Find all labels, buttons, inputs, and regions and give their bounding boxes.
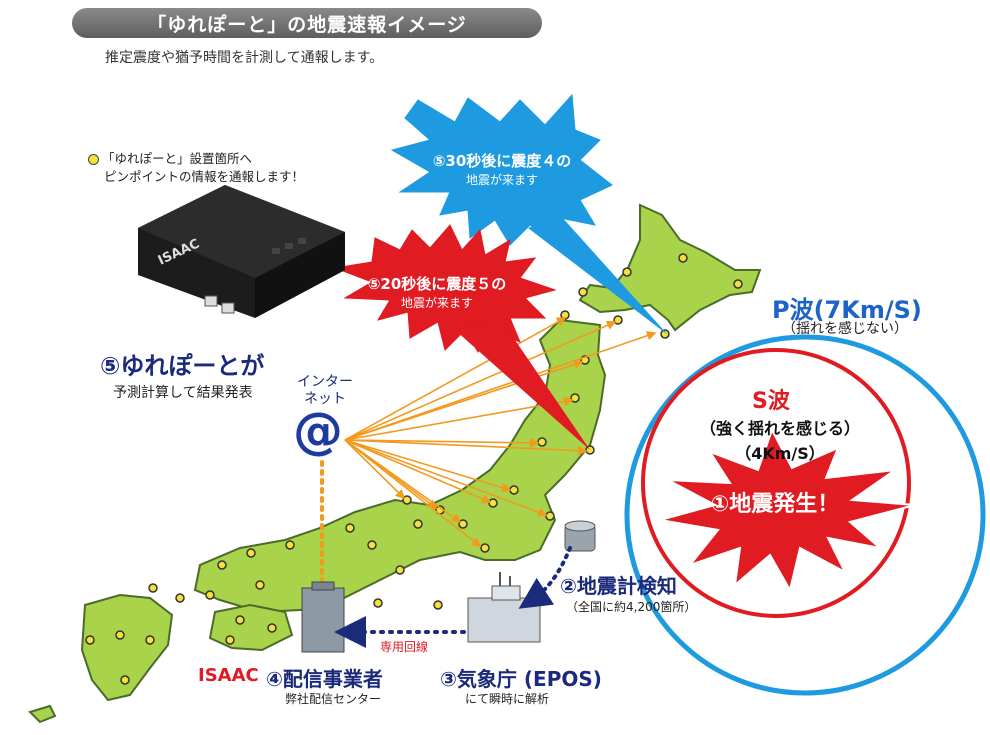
red-burst-line2: 地震が来ます [400, 296, 473, 310]
station-dot [395, 565, 405, 575]
step3-desc: にて瞬時に解析 [465, 692, 550, 706]
red-ray [455, 318, 590, 450]
step5-title: ⑤ゆれぽーとが [100, 352, 265, 380]
station-dot [433, 600, 443, 610]
station-dot [148, 583, 158, 593]
station-dot [285, 540, 295, 550]
station-dots [85, 253, 743, 685]
station-dot [560, 310, 570, 320]
internet-line2: ネット [304, 391, 346, 407]
at-icon: @ [293, 402, 343, 460]
device-note: 「ゆれぽーと」設置箇所へ ピンポイントの情報を通報します！ [88, 150, 304, 186]
step5-desc: 予測計算して結果発表 [113, 385, 253, 401]
s-wave-circle [641, 348, 911, 618]
p-wave-label: P波(7Km/S) [772, 290, 922, 325]
station-dot [255, 580, 265, 590]
yureport-device [138, 185, 345, 318]
station-dot [115, 630, 125, 640]
red-burst-line1: ⑤20秒後に震度５の [367, 275, 507, 293]
jma-building-icon [467, 572, 541, 643]
station-dot [345, 523, 355, 533]
station-dot [660, 329, 670, 339]
page-subtitle: 推定震度や猶予時間を計測して通報します。 [105, 50, 384, 66]
island-shape [28, 704, 57, 724]
station-dot [367, 540, 377, 550]
quake-burst [659, 427, 916, 593]
station-dot [537, 437, 547, 447]
station-dot [570, 393, 580, 403]
station-dot [509, 485, 519, 495]
internet-line1: インター [297, 374, 353, 390]
station-dot [613, 315, 623, 325]
device-note-line2: ピンポイントの情報を通報します！ [104, 169, 305, 184]
shikoku-shape [208, 603, 294, 652]
station-dot [235, 615, 245, 625]
distribution-building-icon [301, 581, 345, 653]
step4-title: ④配信事業者 [266, 667, 383, 691]
step4-desc: 弊社配信センター [285, 692, 382, 706]
station-dot [85, 635, 95, 645]
blue-burst-line2: 地震が来ます [465, 173, 538, 187]
station-dot [480, 543, 490, 553]
p-wave-text: P波(7Km/S) [772, 296, 922, 324]
station-dot [578, 287, 588, 297]
station-dot [205, 590, 215, 600]
station-dot [413, 519, 423, 529]
broadcast-arrows [344, 317, 657, 547]
station-dot [373, 598, 383, 608]
s-wave-speed: （4Km/S） [735, 444, 825, 463]
station-dot [733, 279, 743, 289]
seismometer-icon [564, 520, 596, 552]
page-title: 「ゆれぽーと」の地震速報イメージ [72, 8, 542, 38]
station-dot [225, 635, 235, 645]
quake-label: ①地震発生！ [710, 492, 840, 517]
note-bullet-icon [88, 154, 99, 165]
station-dot [145, 635, 155, 645]
detect-link [518, 546, 572, 609]
kyushu-shape [80, 593, 174, 702]
station-dot [545, 511, 555, 521]
p-wave-circle [624, 334, 986, 696]
step2-desc: （全国に約4,200箇所） [566, 600, 697, 614]
blue-burst-text: ⑤30秒後に震度４の 地震が来ます [422, 150, 582, 188]
s-wave-label: S波 [752, 389, 790, 414]
internet-label: インター ネット [285, 374, 365, 408]
p-wave-desc: （揺れを感じない） [782, 321, 908, 337]
station-dot [120, 675, 130, 685]
station-dot [246, 548, 256, 558]
dedicated-line-label: 専用回線 [380, 640, 429, 654]
station-dot [175, 593, 185, 603]
station-dot [488, 498, 498, 508]
step3-title: ③気象庁 (EPOS) [440, 667, 602, 691]
blue-burst-line1: ⑤30秒後に震度４の [432, 152, 572, 170]
step2-title: ②地震計検知 [560, 574, 677, 598]
station-dot [622, 267, 632, 277]
station-dot [678, 253, 688, 263]
station-dot [267, 623, 277, 633]
red-burst-text: ⑤20秒後に震度５の 地震が来ます [352, 273, 522, 311]
station-dot [217, 560, 227, 570]
isaac-logo: ISAAC [198, 665, 259, 686]
s-wave-desc: （強く揺れを感じる） [699, 419, 860, 438]
blue-ray [528, 215, 668, 335]
device-note-line1: 「ゆれぽーと」設置箇所へ [102, 151, 253, 166]
